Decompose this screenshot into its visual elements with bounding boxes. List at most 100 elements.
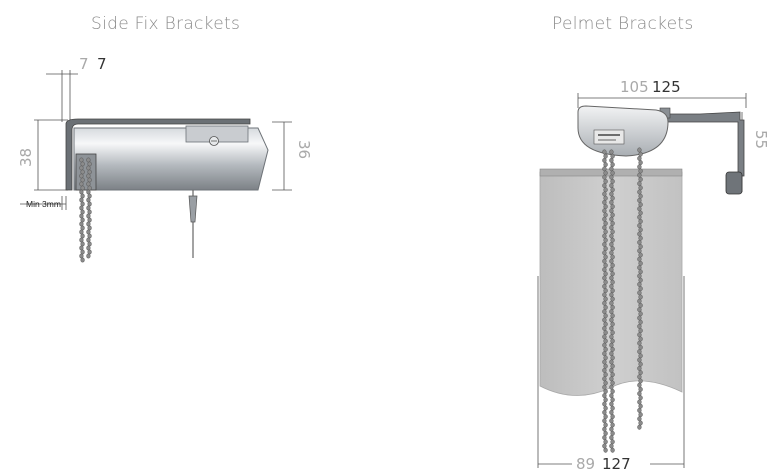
chain-bead (603, 237, 608, 243)
chain-bead (610, 430, 615, 436)
chain-bead (637, 273, 642, 279)
chain-bead (610, 414, 615, 420)
side-chain (79, 157, 92, 263)
chain-bead (637, 206, 642, 212)
chain-bead (610, 422, 615, 428)
chain-bead (610, 296, 615, 302)
chain-bead (609, 267, 614, 273)
pelmet-diagram: 105 125 55 89 127 (537, 78, 768, 472)
chain-bead (638, 302, 643, 308)
chain-bead (637, 256, 642, 262)
chain-bead (637, 374, 642, 380)
chain-bead (638, 227, 643, 233)
chain-bead (638, 344, 643, 350)
chain-bead (86, 221, 91, 227)
chain-bead (610, 229, 615, 235)
chain-bead (602, 216, 607, 222)
chain-bead (638, 286, 643, 292)
chain-bead (610, 405, 615, 411)
chain-bead (603, 212, 608, 218)
pelmet-bottom-dark: 127 (602, 455, 631, 472)
chain-bead (87, 201, 92, 207)
chain-bead (603, 439, 608, 445)
chain-bead (87, 209, 92, 215)
chain-bead (603, 170, 608, 176)
chain-bead (609, 418, 614, 424)
chain-bead (87, 225, 92, 231)
chain-bead (602, 174, 607, 180)
chain-bead (80, 193, 85, 199)
chain-bead (610, 237, 615, 243)
chain-bead (610, 187, 615, 193)
bracket-end-clip (725, 171, 743, 195)
chain-bead (86, 157, 91, 163)
chain-bead (80, 169, 85, 175)
chain-bead (80, 209, 85, 215)
chain-bead (80, 201, 85, 207)
chain-bead (638, 269, 643, 275)
chain-bead (637, 164, 642, 170)
chain-bead (609, 166, 614, 172)
chain-bead (637, 340, 642, 346)
chain-bead (609, 241, 614, 247)
chain-bead (602, 309, 607, 315)
chain-bead (610, 304, 615, 310)
chain-bead (637, 197, 642, 203)
pelmet-width-light: 105 (620, 78, 649, 96)
side-fix-title: Side Fix Brackets (91, 14, 241, 34)
chain-bead (87, 233, 92, 239)
chain-bead (80, 249, 85, 255)
chain-bead (79, 245, 84, 251)
chain-bead (80, 241, 85, 247)
chain-bead (637, 399, 642, 405)
chain-bead (610, 338, 615, 344)
chain-bead (610, 439, 615, 445)
pelmet-title: Pelmet Brackets (552, 14, 694, 34)
chain-bead (637, 315, 642, 321)
chain-bead (609, 157, 614, 163)
chain-bead (610, 262, 615, 268)
chain-bead (602, 342, 607, 348)
chain-bead (602, 157, 607, 163)
chain-bead (603, 346, 608, 352)
chain-bead (637, 307, 642, 313)
chain-bead (603, 204, 608, 210)
chain-bead (637, 281, 642, 287)
chain-bead (638, 294, 643, 300)
chain-bead (80, 177, 85, 183)
chain-bead (637, 332, 642, 338)
chain-bead (609, 225, 614, 231)
chain-bead (602, 376, 607, 382)
chain-bead (638, 168, 643, 174)
chain-bead (609, 342, 614, 348)
chain-bead (610, 220, 615, 226)
chain-bead (602, 384, 607, 390)
chain-bead (637, 323, 642, 329)
chain-bead (637, 239, 642, 245)
chain-bead (79, 165, 84, 171)
chain-bead (602, 418, 607, 424)
chain-bead (609, 435, 614, 441)
chain-bead (637, 407, 642, 413)
chain-bead (79, 229, 84, 235)
chain-bead (610, 330, 615, 336)
chain-bead (637, 382, 642, 388)
chain-bead (603, 304, 608, 310)
chain-bead (86, 173, 91, 179)
chain-bead (638, 176, 643, 182)
chain-bead (603, 430, 608, 436)
chain-bead (602, 401, 607, 407)
chain-bead (637, 365, 642, 371)
chain-bead (602, 166, 607, 172)
chain-bead (602, 351, 607, 357)
chain-bead (609, 258, 614, 264)
chain-bead (610, 372, 615, 378)
chain-bead (603, 405, 608, 411)
chain-bead (610, 313, 615, 319)
chain-bead (638, 395, 643, 401)
chain-wheel (75, 153, 97, 191)
chain-bead (610, 204, 615, 210)
chain-bead (609, 384, 614, 390)
chain-bead (638, 218, 643, 224)
